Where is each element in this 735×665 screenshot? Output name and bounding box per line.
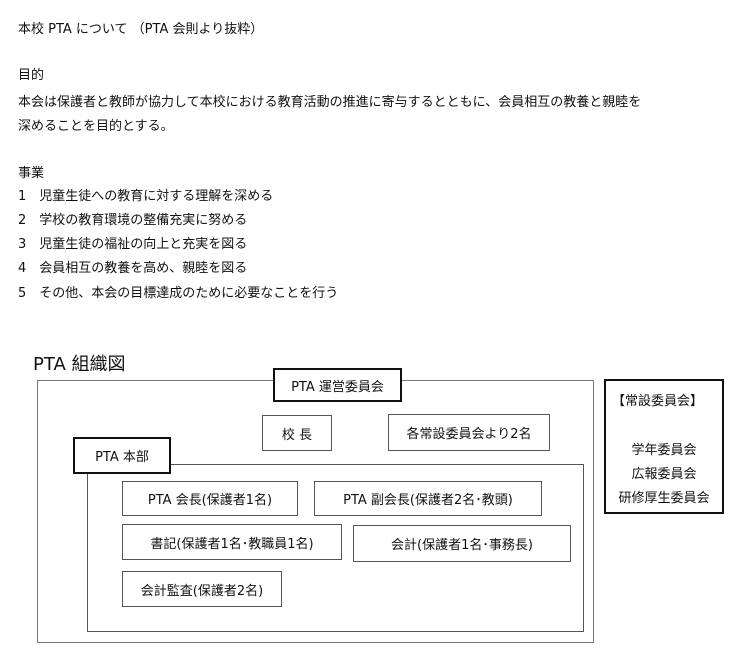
document-title: 本校 PTA について （PTA 会則より抜粋） [18, 22, 264, 37]
president-label: PTA 会長(保護者1名) [147, 493, 273, 508]
principal-label: 校 長 [281, 427, 313, 443]
secretary-label: 書記(保護者1名･教職員1名) [150, 536, 314, 552]
vice-president-box: PTA 副会長(保護者2名･教頭) [314, 481, 542, 516]
standing-committee-grade: 学年委員会 [631, 443, 697, 458]
principal-box: 校 長 [262, 415, 332, 451]
steering-committee-box: PTA 運営委員会 [273, 368, 402, 402]
auditor-box: 会計監査(保護者2名) [122, 571, 282, 607]
treasurer-box: 会計(保護者1名･事務長) [353, 525, 571, 562]
org-chart-title: PTA 組織図 [33, 354, 126, 375]
business-item-1: 1 児童生徒への教育に対する理解を深める [18, 189, 274, 204]
president-box: PTA 会長(保護者1名) [122, 481, 298, 516]
committee-reps-label: 各常設委員会より2名 [406, 427, 532, 442]
business-item-2: 2 学校の教育環境の整備充実に努める [18, 213, 248, 228]
treasurer-label: 会計(保護者1名･事務長) [391, 538, 533, 553]
purpose-line-1: 本会は保護者と教師が協力して本校における教育活動の推進に寄与するとともに、会員相… [18, 95, 642, 110]
standing-committee-training: 研修厚生委員会 [618, 491, 710, 506]
purpose-heading: 目的 [18, 68, 45, 83]
business-heading: 事業 [18, 166, 45, 181]
auditor-label: 会計監査(保護者2名) [140, 583, 264, 599]
secretary-box: 書記(保護者1名･教職員1名) [122, 524, 342, 560]
purpose-line-2: 深めることを目的とする。 [18, 119, 174, 134]
business-item-5: 5 その他、本会の目標達成のために必要なことを行う [18, 286, 339, 301]
standing-committees-box: 【常設委員会】 学年委員会 広報委員会 研修厚生委員会 [604, 379, 724, 514]
business-item-3: 3 児童生徒の福祉の向上と充実を図る [18, 237, 248, 252]
hq-box: PTA 本部 [73, 437, 171, 474]
vice-president-label: PTA 副会長(保護者2名･教頭) [343, 493, 513, 508]
steering-committee-label: PTA 運営委員会 [291, 379, 384, 395]
business-item-4: 4 会員相互の教養を高め、親睦を図る [18, 261, 248, 276]
committee-reps-box: 各常設委員会より2名 [388, 414, 550, 451]
hq-label: PTA 本部 [95, 450, 149, 465]
standing-committee-pr: 広報委員会 [631, 467, 697, 482]
standing-committees-heading: 【常設委員会】 [612, 394, 704, 409]
